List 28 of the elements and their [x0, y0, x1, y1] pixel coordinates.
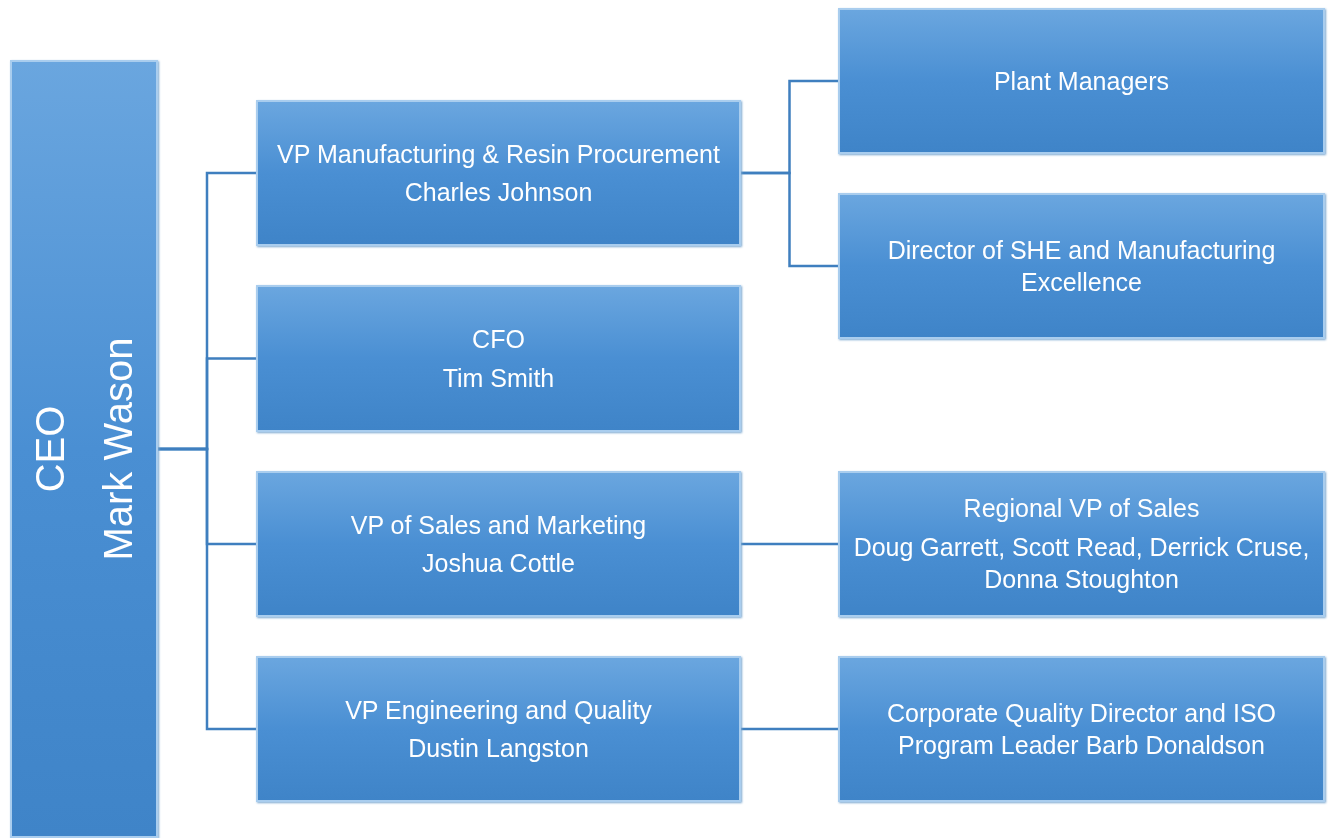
- connector-line: [741, 727, 838, 731]
- role-title: Corporate Quality Director and ISO Program Leader Barb Donaldson: [885, 697, 1278, 761]
- ceo-box: [10, 60, 158, 838]
- person-name: Doug Garrett, Scott Read, Derrick Cruse, Donna Stoughton: [852, 531, 1311, 596]
- role-box: [256, 100, 741, 246]
- role-box: [256, 471, 741, 617]
- role-box: [256, 656, 741, 802]
- person-name: Charles Johnson: [404, 177, 593, 208]
- connector-line: [158, 447, 256, 731]
- role-title: Director of SHE and Manufacturing Excellence: [886, 234, 1277, 298]
- role-title: CFO: [472, 324, 525, 355]
- person-name: Mark Wason: [98, 337, 138, 561]
- connector-line: [741, 171, 838, 268]
- role-box: [838, 656, 1325, 802]
- role-box: [838, 193, 1325, 339]
- role-title: VP of Sales and Marketing: [350, 509, 647, 541]
- role-box: [838, 8, 1325, 154]
- connector-line: [741, 542, 838, 546]
- role-title: VP Engineering and Quality: [345, 694, 652, 726]
- person-name: Dustin Langston: [408, 733, 589, 764]
- role-title: CEO: [30, 405, 70, 493]
- person-name: Joshua Cottle: [422, 548, 575, 579]
- role-title: VP Manufacturing & Resin Procurement: [277, 138, 720, 170]
- role-box: [256, 285, 741, 432]
- person-name: Tim Smith: [442, 362, 555, 394]
- role-title: Regional VP of Sales: [963, 493, 1200, 525]
- role-title: Plant Managers: [993, 65, 1170, 97]
- role-box: [838, 471, 1325, 617]
